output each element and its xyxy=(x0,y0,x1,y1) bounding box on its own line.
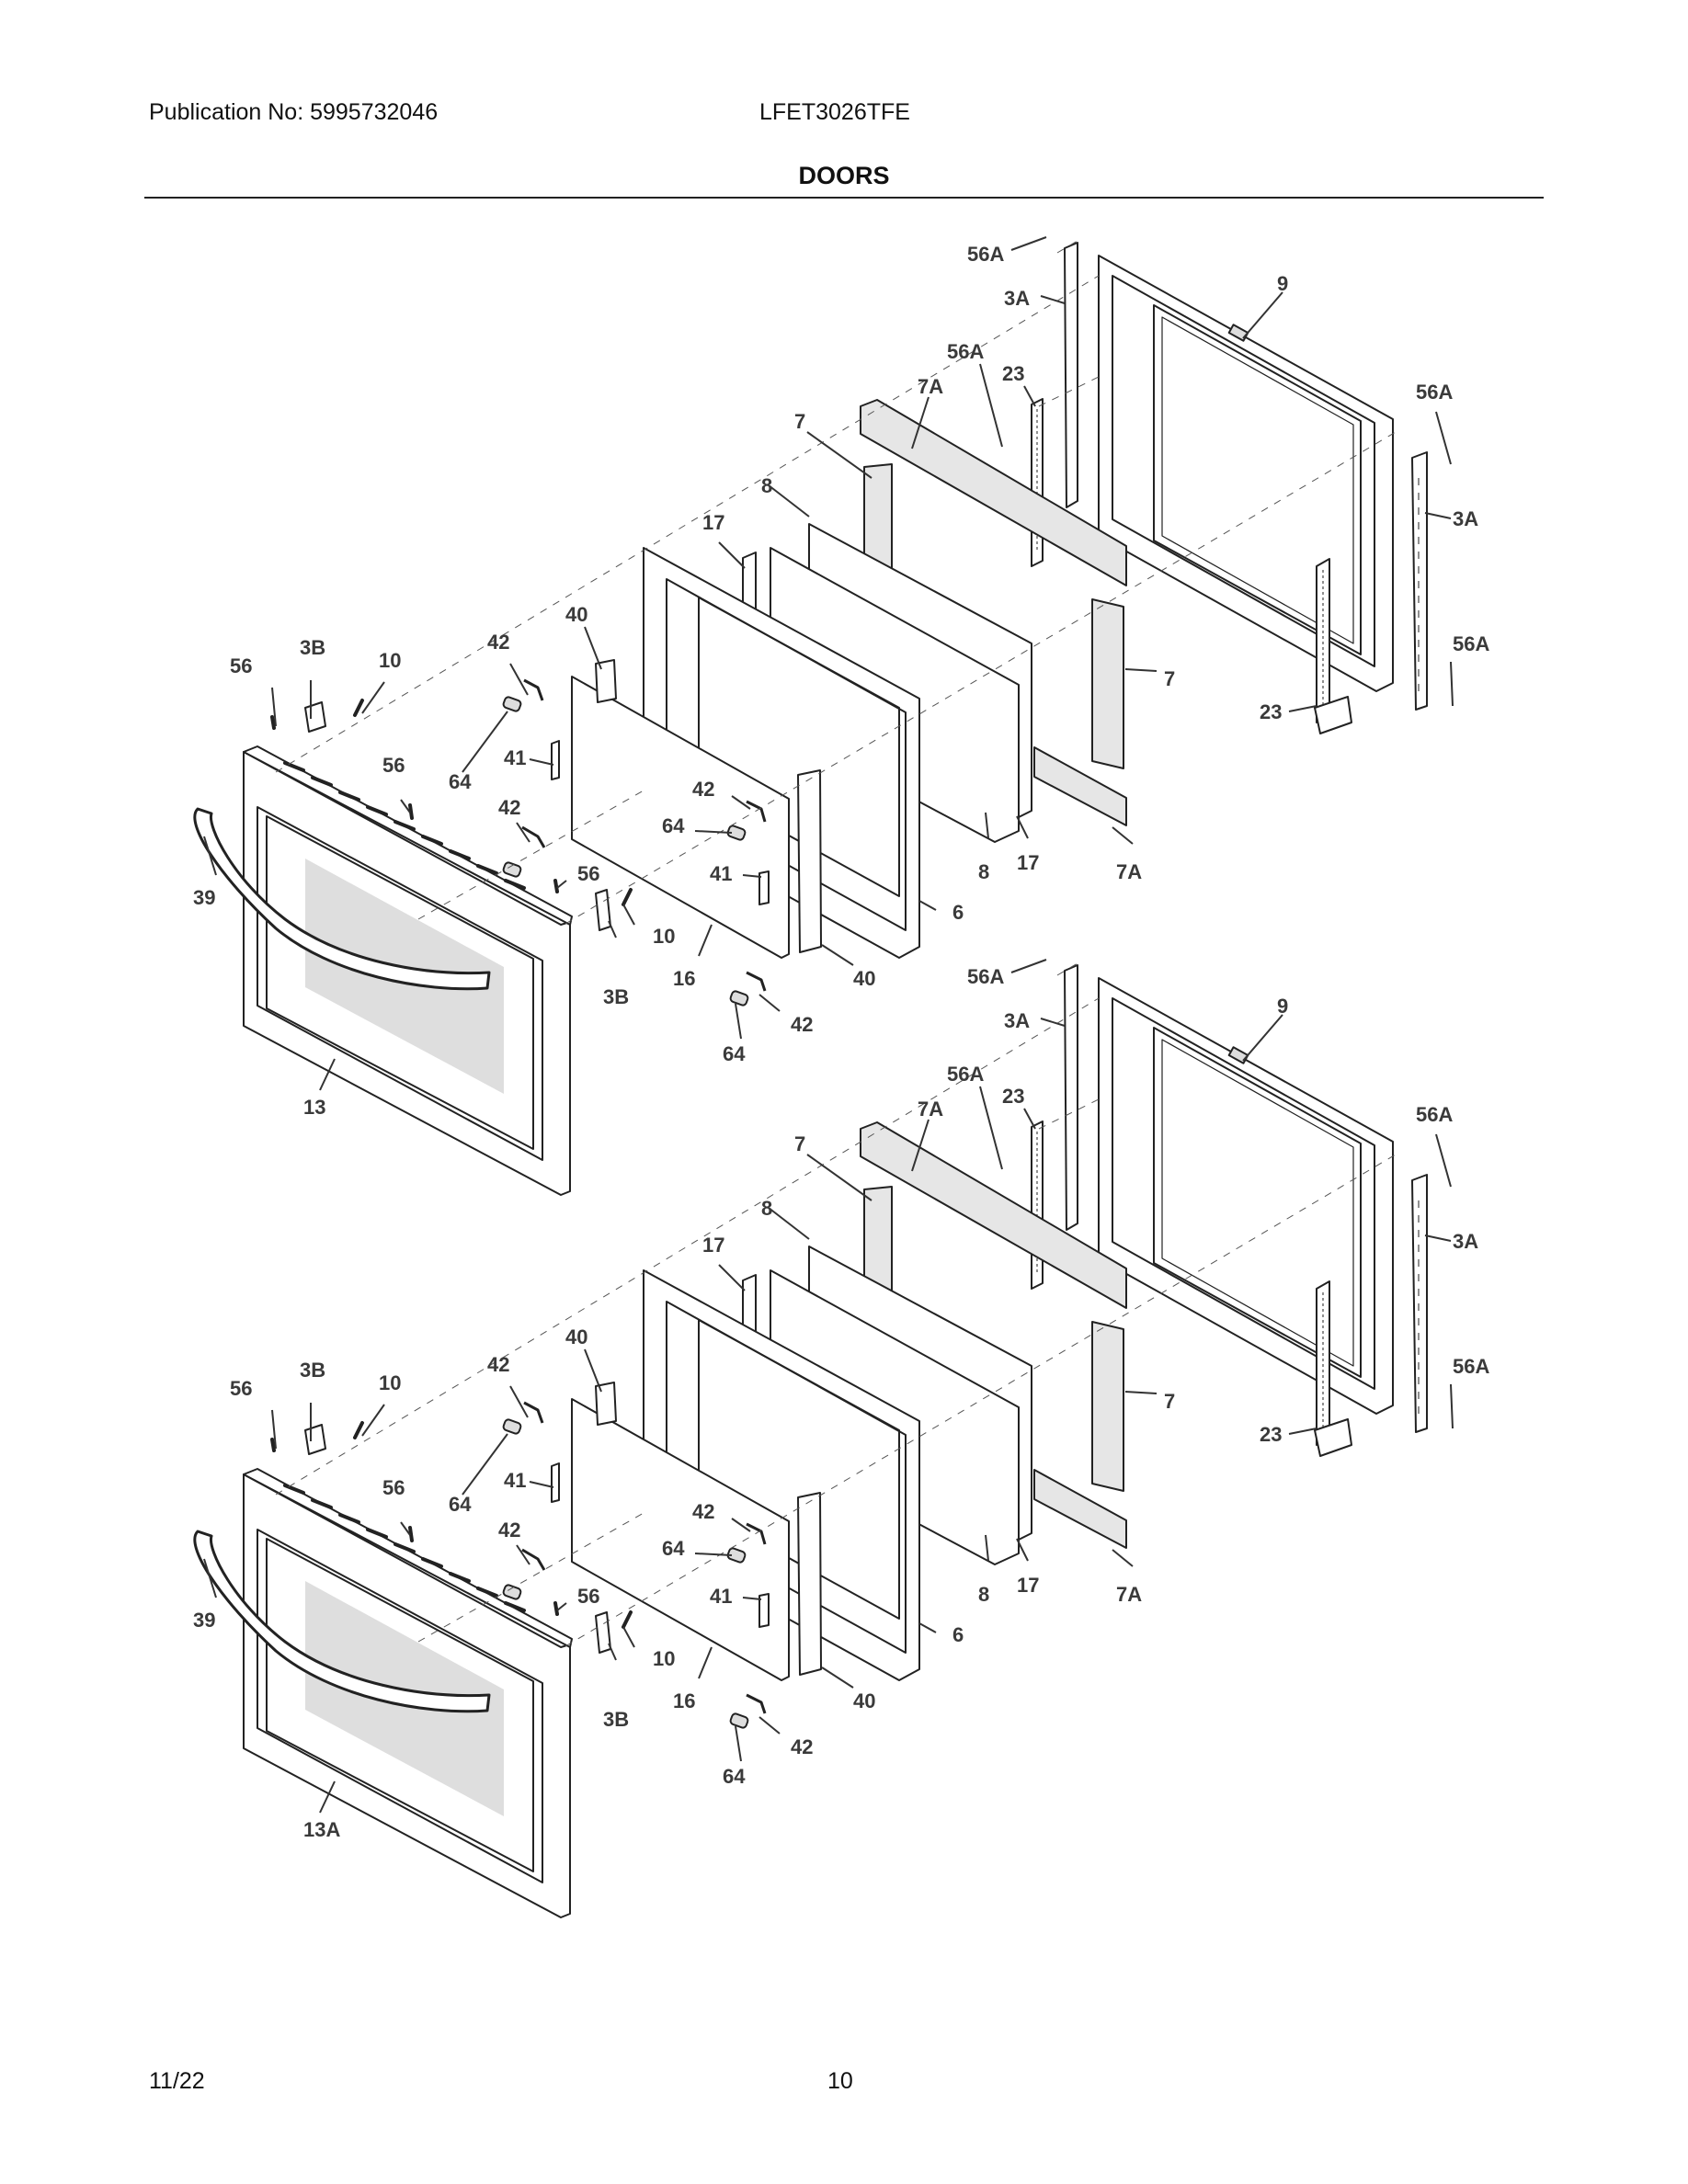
publication-number: Publication No: 5995732046 xyxy=(149,99,439,125)
callout-6: 6 xyxy=(952,1623,964,1646)
callout-16: 16 xyxy=(673,1689,695,1712)
callout-17: 17 xyxy=(702,1234,724,1257)
callout-64: 64 xyxy=(662,1537,685,1560)
callout-10: 10 xyxy=(653,925,675,948)
callout-7: 7 xyxy=(1164,667,1175,690)
callout-40: 40 xyxy=(565,1325,587,1348)
callout-56A: 56A xyxy=(947,340,984,363)
callout-42: 42 xyxy=(692,778,714,801)
callout-41: 41 xyxy=(504,1469,526,1492)
callout-56A: 56A xyxy=(1416,1103,1453,1126)
callout-56A: 56A xyxy=(967,243,1004,266)
callout-56: 56 xyxy=(577,862,599,885)
callout-41: 41 xyxy=(710,1585,732,1608)
page-number: 10 xyxy=(827,2068,853,2094)
callout-3B: 3B xyxy=(603,985,629,1008)
callout-56: 56 xyxy=(382,1476,405,1499)
callout-17: 17 xyxy=(1017,1574,1039,1597)
callout-10: 10 xyxy=(653,1647,675,1670)
callout-42: 42 xyxy=(498,1519,520,1541)
lower-door-assembly xyxy=(192,961,1430,1919)
callout-3B: 3B xyxy=(603,1708,629,1731)
callout-56A: 56A xyxy=(1453,1355,1489,1378)
callout-64: 64 xyxy=(662,814,685,837)
callout-8: 8 xyxy=(978,1583,989,1606)
callout-42: 42 xyxy=(791,1013,813,1036)
callout-7: 7 xyxy=(794,1132,805,1155)
callout-6: 6 xyxy=(952,901,964,924)
callout-13: 13 xyxy=(303,1096,325,1119)
upper-door-callouts: 56A 3A 9 56A 23 7A 56A 3A 7 8 17 40 42 5… xyxy=(193,236,1489,1119)
callout-3A: 3A xyxy=(1453,1230,1478,1253)
callout-56: 56 xyxy=(382,754,405,777)
callout-3A: 3A xyxy=(1004,287,1030,310)
callout-3B: 3B xyxy=(300,1359,325,1382)
callout-41: 41 xyxy=(504,746,526,769)
callout-23: 23 xyxy=(1002,362,1024,385)
callout-64: 64 xyxy=(723,1765,746,1788)
footer-date: 11/22 xyxy=(149,2068,205,2094)
callout-16: 16 xyxy=(673,967,695,990)
callout-10: 10 xyxy=(379,649,401,672)
callout-40: 40 xyxy=(853,1689,875,1712)
callout-64: 64 xyxy=(449,770,472,793)
callout-56: 56 xyxy=(230,654,252,677)
callout-56A: 56A xyxy=(947,1063,984,1086)
callout-64: 64 xyxy=(723,1042,746,1065)
callout-8: 8 xyxy=(761,1197,772,1220)
callout-7: 7 xyxy=(1164,1390,1175,1413)
callout-8: 8 xyxy=(978,860,989,883)
callout-40: 40 xyxy=(565,603,587,626)
page-title: DOORS xyxy=(798,162,890,189)
callout-9: 9 xyxy=(1277,272,1288,295)
callout-56: 56 xyxy=(577,1585,599,1608)
callout-41: 41 xyxy=(710,862,732,885)
model-number: LFET3026TFE xyxy=(759,99,910,125)
callout-23: 23 xyxy=(1260,700,1282,723)
callout-64: 64 xyxy=(449,1493,472,1516)
callout-42: 42 xyxy=(692,1500,714,1523)
callout-42: 42 xyxy=(791,1735,813,1758)
callout-39: 39 xyxy=(193,1609,215,1632)
callout-42: 42 xyxy=(487,1353,509,1376)
callout-40: 40 xyxy=(853,967,875,990)
callout-8: 8 xyxy=(761,474,772,497)
callout-42: 42 xyxy=(498,796,520,819)
callout-3B: 3B xyxy=(300,636,325,659)
callout-13A: 13A xyxy=(303,1818,340,1841)
callout-23: 23 xyxy=(1260,1423,1282,1446)
callout-7A: 7A xyxy=(918,1098,943,1120)
callout-3A: 3A xyxy=(1453,507,1478,530)
callout-7: 7 xyxy=(794,410,805,433)
lower-door-callouts: 56A 9 3A 56A 23 7A 56A 7 8 3A 17 40 42 5… xyxy=(193,959,1489,1841)
callout-17: 17 xyxy=(1017,851,1039,874)
callout-10: 10 xyxy=(379,1371,401,1394)
header-divider xyxy=(144,197,1544,199)
callout-39: 39 xyxy=(193,886,215,909)
callout-56: 56 xyxy=(230,1377,252,1400)
callout-56A: 56A xyxy=(1416,381,1453,404)
callout-56A: 56A xyxy=(1453,632,1489,655)
callout-7A: 7A xyxy=(1116,1583,1142,1606)
callout-23: 23 xyxy=(1002,1085,1024,1108)
callout-7A: 7A xyxy=(1116,860,1142,883)
callout-7A: 7A xyxy=(918,375,943,398)
callout-42: 42 xyxy=(487,631,509,654)
callout-3A: 3A xyxy=(1004,1009,1030,1032)
callout-17: 17 xyxy=(702,511,724,534)
callout-9: 9 xyxy=(1277,995,1288,1018)
callout-56A: 56A xyxy=(967,965,1004,988)
